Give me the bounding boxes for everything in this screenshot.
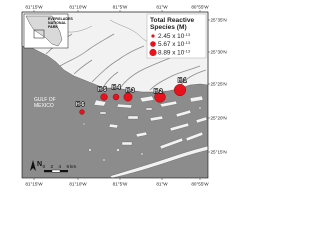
site-marker-h5 xyxy=(100,93,108,101)
legend-value-large-base: 8.89 x 10 xyxy=(158,50,185,57)
right-axis-ticks: 25°35'N 25°30'N 25°25'N 25°20'N 25°15'N xyxy=(208,18,227,155)
legend-title-line2: Species (M) xyxy=(150,24,187,31)
site-marker-h3 xyxy=(123,92,133,102)
legend-marker-medium xyxy=(150,41,156,47)
right-axis-tick-label: 25°15'N xyxy=(211,150,227,155)
bottom-axis-tick-label: 81°5'W xyxy=(113,182,128,187)
site-marker-h2 xyxy=(154,91,166,103)
map-frame xyxy=(21,11,209,179)
scale-tick-4: 4 xyxy=(59,164,62,170)
legend-value-medium-exp: -13 xyxy=(184,40,191,45)
scale-bar-seg3 xyxy=(60,170,68,173)
scale-bar-seg2 xyxy=(51,169,61,173)
legend-value-small: 2.45 x 10-13 xyxy=(158,32,191,40)
site-label-h1: H-1 xyxy=(178,78,186,84)
scale-tick-2: 2 xyxy=(51,164,54,170)
legend-box xyxy=(146,13,207,59)
scale-tick-0: 0 xyxy=(43,164,46,170)
gulf-label-line1: GULF OF xyxy=(34,97,56,103)
legend-marker-large xyxy=(149,48,157,57)
bottom-axis-tick-label: 81°W xyxy=(156,182,168,187)
right-axis-tick-label: 25°35'N xyxy=(211,18,227,23)
scale-bar-seg1 xyxy=(44,170,52,173)
site-marker-h6 xyxy=(79,109,85,115)
right-axis-tick-label: 25°20'N xyxy=(211,116,227,121)
site-label-h2: H-2 xyxy=(154,89,162,95)
bottom-axis-tick-label: 81°15'W xyxy=(25,182,43,187)
bottom-axis-tick-label: 81°10'W xyxy=(69,182,87,187)
site-markers xyxy=(79,83,186,115)
legend-value-small-base: 2.45 x 10 xyxy=(158,33,185,40)
legend-marker-small xyxy=(151,34,155,38)
inset-label-line1: EVERGLADES xyxy=(48,17,73,21)
inset-park-outline xyxy=(33,29,45,39)
site-label-h5: H-5 xyxy=(98,87,106,93)
site-label-h4: H-4 xyxy=(112,85,120,91)
legend-value-medium-base: 5.67 x 10 xyxy=(158,41,185,48)
north-arrow: N xyxy=(30,160,42,171)
right-axis-tick-label: 25°25'N xyxy=(211,82,227,87)
legend-value-large-exp: -13 xyxy=(184,48,191,53)
top-axis-tick-label: 81°5'W xyxy=(113,5,128,10)
legend-value-small-exp: -13 xyxy=(184,32,191,37)
bottom-axis-ticks: 81°15'W 81°10'W 81°5'W 81°W 80°55'W xyxy=(25,178,209,187)
scale-bar: 0 2 4 6 km xyxy=(43,164,76,173)
site-labels: H-1 H-2 H-3 H-4 H-5 H-6 xyxy=(75,77,187,108)
legend-value-medium: 5.67 x 10-13 xyxy=(158,40,191,48)
small-islets xyxy=(82,106,202,162)
site-label-h3: H-3 xyxy=(126,88,134,94)
top-axis-tick-label: 81°W xyxy=(156,5,168,10)
inset-map: EVERGLADES NATIONAL PARK xyxy=(23,13,73,49)
legend-title-line1: Total Reactive xyxy=(150,17,195,24)
top-axis-tick-label: 81°10'W xyxy=(69,5,87,10)
keys-islands xyxy=(93,95,208,150)
right-axis-tick-label: 25°30'N xyxy=(211,50,227,55)
scale-unit: km xyxy=(70,164,76,170)
top-axis-tick-label: 81°15'W xyxy=(25,5,43,10)
top-axis-ticks: 81°15'W 81°10'W 81°5'W 81°W 80°55'W xyxy=(25,5,209,12)
inset-label-line2: NATIONAL xyxy=(48,21,67,25)
site-label-h6: H-6 xyxy=(76,102,84,108)
legend: Total Reactive Species (M) 2.45 x 10-13 … xyxy=(146,13,207,59)
bottom-axis-tick-label: 80°55'W xyxy=(191,182,209,187)
north-label: N xyxy=(37,161,42,168)
inset-label-line3: PARK xyxy=(48,25,58,29)
legend-value-large: 8.89 x 10-13 xyxy=(158,48,191,56)
scale-tick-6: 6 xyxy=(67,164,70,170)
gulf-label-line2: MEXICO xyxy=(34,103,54,109)
site-marker-h1 xyxy=(173,83,186,96)
top-axis-tick-label: 80°55'W xyxy=(191,5,209,10)
north-arrow-icon xyxy=(30,160,36,171)
site-marker-h4 xyxy=(112,93,120,101)
